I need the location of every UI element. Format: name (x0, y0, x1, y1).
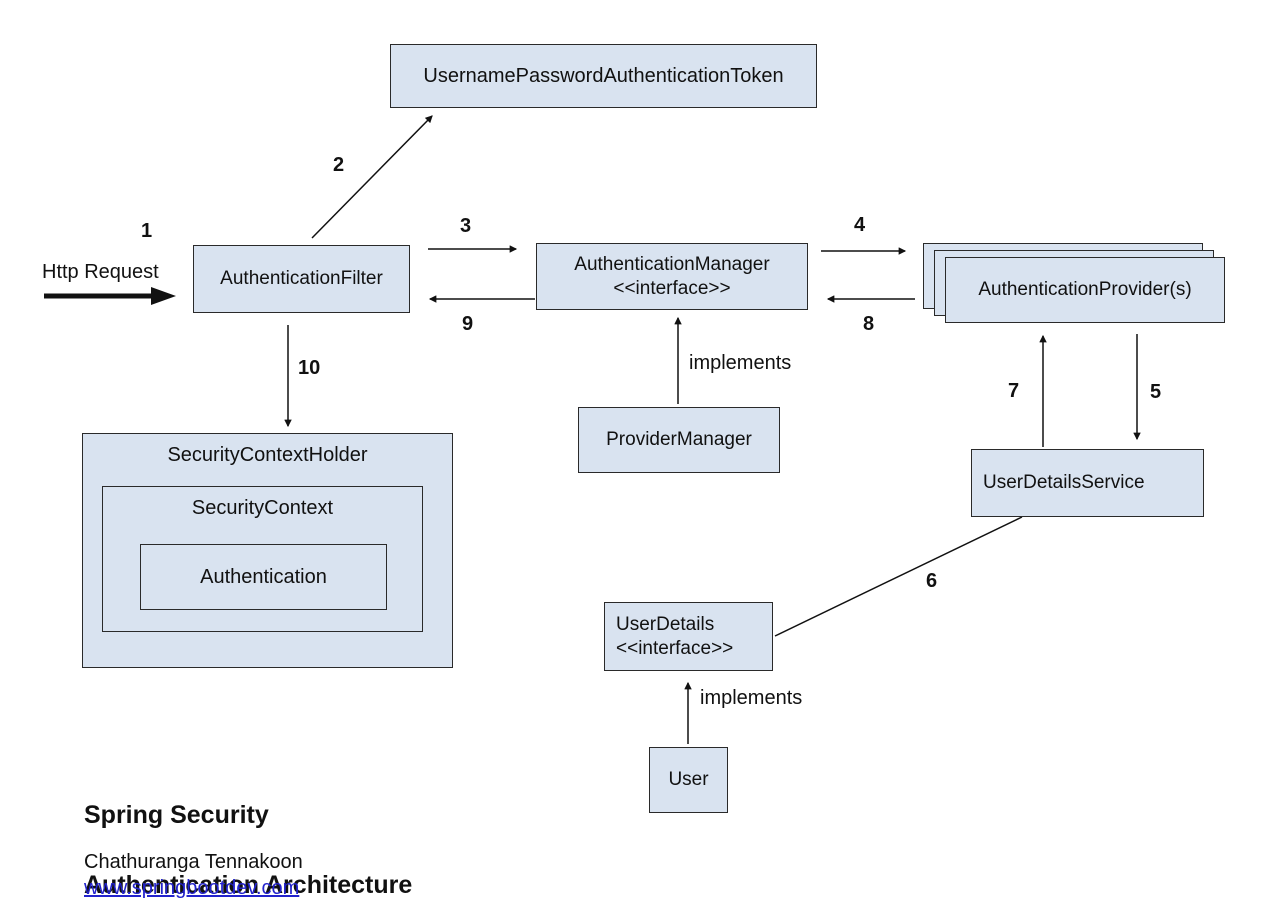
diagram-title-line2: Authentication Architecture (84, 871, 413, 899)
website-link[interactable]: www.springbootdev.com (84, 877, 300, 899)
diagram-title-line1: Spring Security (84, 801, 269, 829)
step-number-6: 6 (926, 570, 938, 592)
node-stereotype: <<interface>> (613, 277, 731, 299)
node-label: UserDetailsService (983, 472, 1145, 493)
node-user-details-service: UserDetailsService (971, 449, 1204, 517)
step-number-10: 10 (298, 357, 321, 379)
node-security-context-holder: SecurityContextHolder SecurityContext Au… (82, 433, 453, 668)
step-number-1: 1 (141, 220, 153, 242)
implements-label-bottom: implements (700, 687, 803, 709)
line-step-6 (774, 516, 1023, 637)
implements-label-top: implements (689, 352, 792, 374)
node-label: User (668, 769, 709, 790)
node-user: User (649, 747, 728, 813)
node-label: UserDetails (616, 613, 715, 635)
node-label: AuthenticationFilter (220, 268, 383, 289)
node-authentication-providers: AuthenticationProvider(s) (945, 257, 1225, 323)
node-label: Authentication (200, 566, 327, 588)
step-number-2: 2 (333, 154, 345, 176)
credits-block: Chathuranga Tennakoon www.springbootdev.… (84, 849, 303, 901)
node-label: ProviderManager (606, 429, 752, 450)
step-number-8: 8 (863, 313, 875, 335)
node-user-details: UserDetails <<interface>> (604, 602, 773, 671)
node-authentication-manager: AuthenticationManager <<interface>> (536, 243, 808, 310)
node-label: UsernamePasswordAuthenticationToken (423, 65, 784, 87)
node-label: SecurityContextHolder (167, 444, 368, 466)
node-username-password-authentication-token: UsernamePasswordAuthenticationToken (390, 44, 817, 108)
node-provider-manager: ProviderManager (578, 407, 780, 473)
arrow-step-2 (311, 115, 433, 239)
step-number-5: 5 (1150, 381, 1162, 403)
step-number-9: 9 (462, 313, 474, 335)
http-request-arrow-head (151, 287, 176, 305)
author-name: Chathuranga Tennakoon (84, 851, 303, 873)
diagram-title: Spring Security Authentication Architect… (84, 763, 412, 923)
step-number-4: 4 (854, 214, 866, 236)
step-number-3: 3 (460, 215, 472, 237)
node-label: AuthenticationProvider(s) (978, 279, 1192, 300)
node-security-context: SecurityContext Authentication (102, 486, 423, 632)
node-stereotype: <<interface>> (616, 637, 734, 659)
node-authentication: Authentication (140, 544, 387, 610)
node-authentication-filter: AuthenticationFilter (193, 245, 410, 313)
step-number-7: 7 (1008, 380, 1020, 402)
node-label: SecurityContext (191, 497, 334, 519)
node-label: AuthenticationManager (574, 253, 770, 275)
http-request-label: Http Request (42, 261, 159, 283)
